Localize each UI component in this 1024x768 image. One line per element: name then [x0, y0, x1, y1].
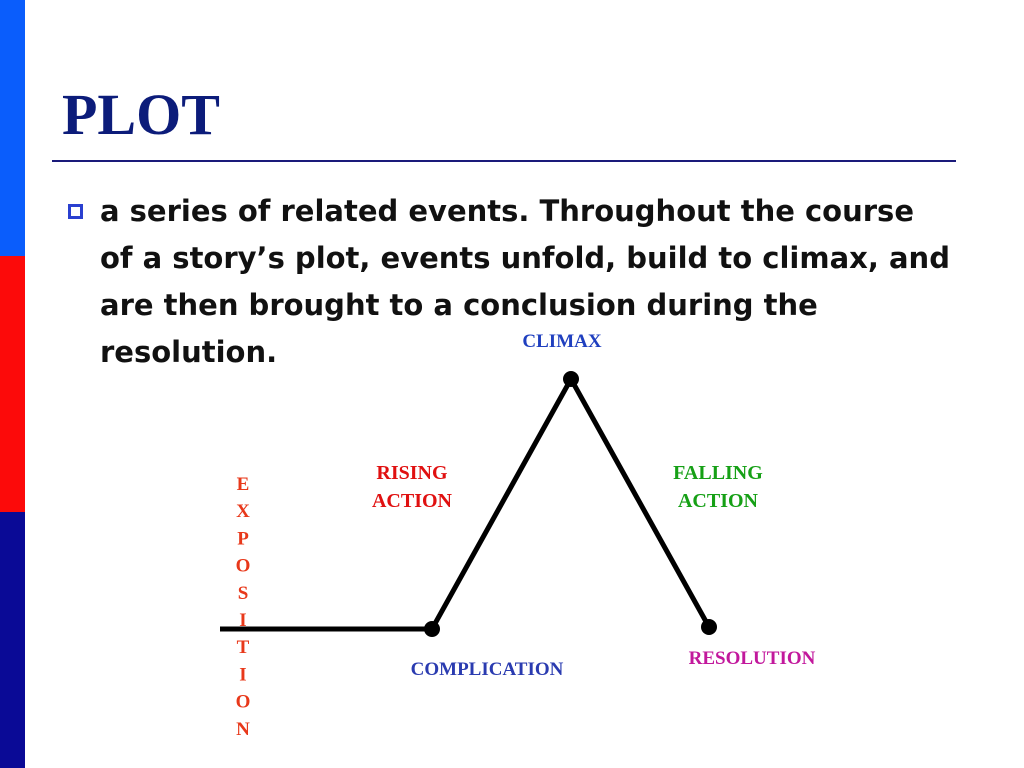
rising-action-label-line1: RISING: [376, 462, 448, 484]
resolution-label: RESOLUTION: [689, 648, 816, 669]
exposition-letter: O: [236, 692, 251, 713]
exposition-letter: X: [236, 501, 250, 522]
rising-action-label-line2: ACTION: [372, 490, 453, 512]
exposition-letter: E: [237, 474, 250, 495]
falling-action-label-line2: ACTION: [678, 490, 759, 512]
exposition-letter: N: [236, 719, 250, 740]
climax-label: CLIMAX: [522, 331, 601, 352]
climax-point: [563, 371, 579, 387]
side-bar-red: [0, 256, 25, 512]
exposition-letter: S: [238, 583, 249, 604]
square-bullet-icon: [68, 204, 83, 219]
bullet-text: a series of related events. Throughout t…: [100, 194, 950, 369]
title-underline: [52, 160, 956, 162]
resolution-point: [701, 619, 717, 635]
falling-action-label-line1: FALLING: [673, 462, 763, 484]
exposition-letter: T: [237, 637, 250, 658]
complication-point: [424, 621, 440, 637]
plot-line: [220, 373, 712, 632]
side-bar-blue: [0, 0, 25, 256]
side-bar-navy: [0, 512, 25, 768]
exposition-letter: I: [239, 664, 246, 685]
slide-title: PLOT: [62, 82, 220, 147]
exposition-letter: I: [239, 610, 246, 631]
exposition-letter: P: [237, 528, 249, 549]
complication-label: COMPLICATION: [411, 659, 564, 680]
exposition-letter: O: [236, 556, 251, 577]
